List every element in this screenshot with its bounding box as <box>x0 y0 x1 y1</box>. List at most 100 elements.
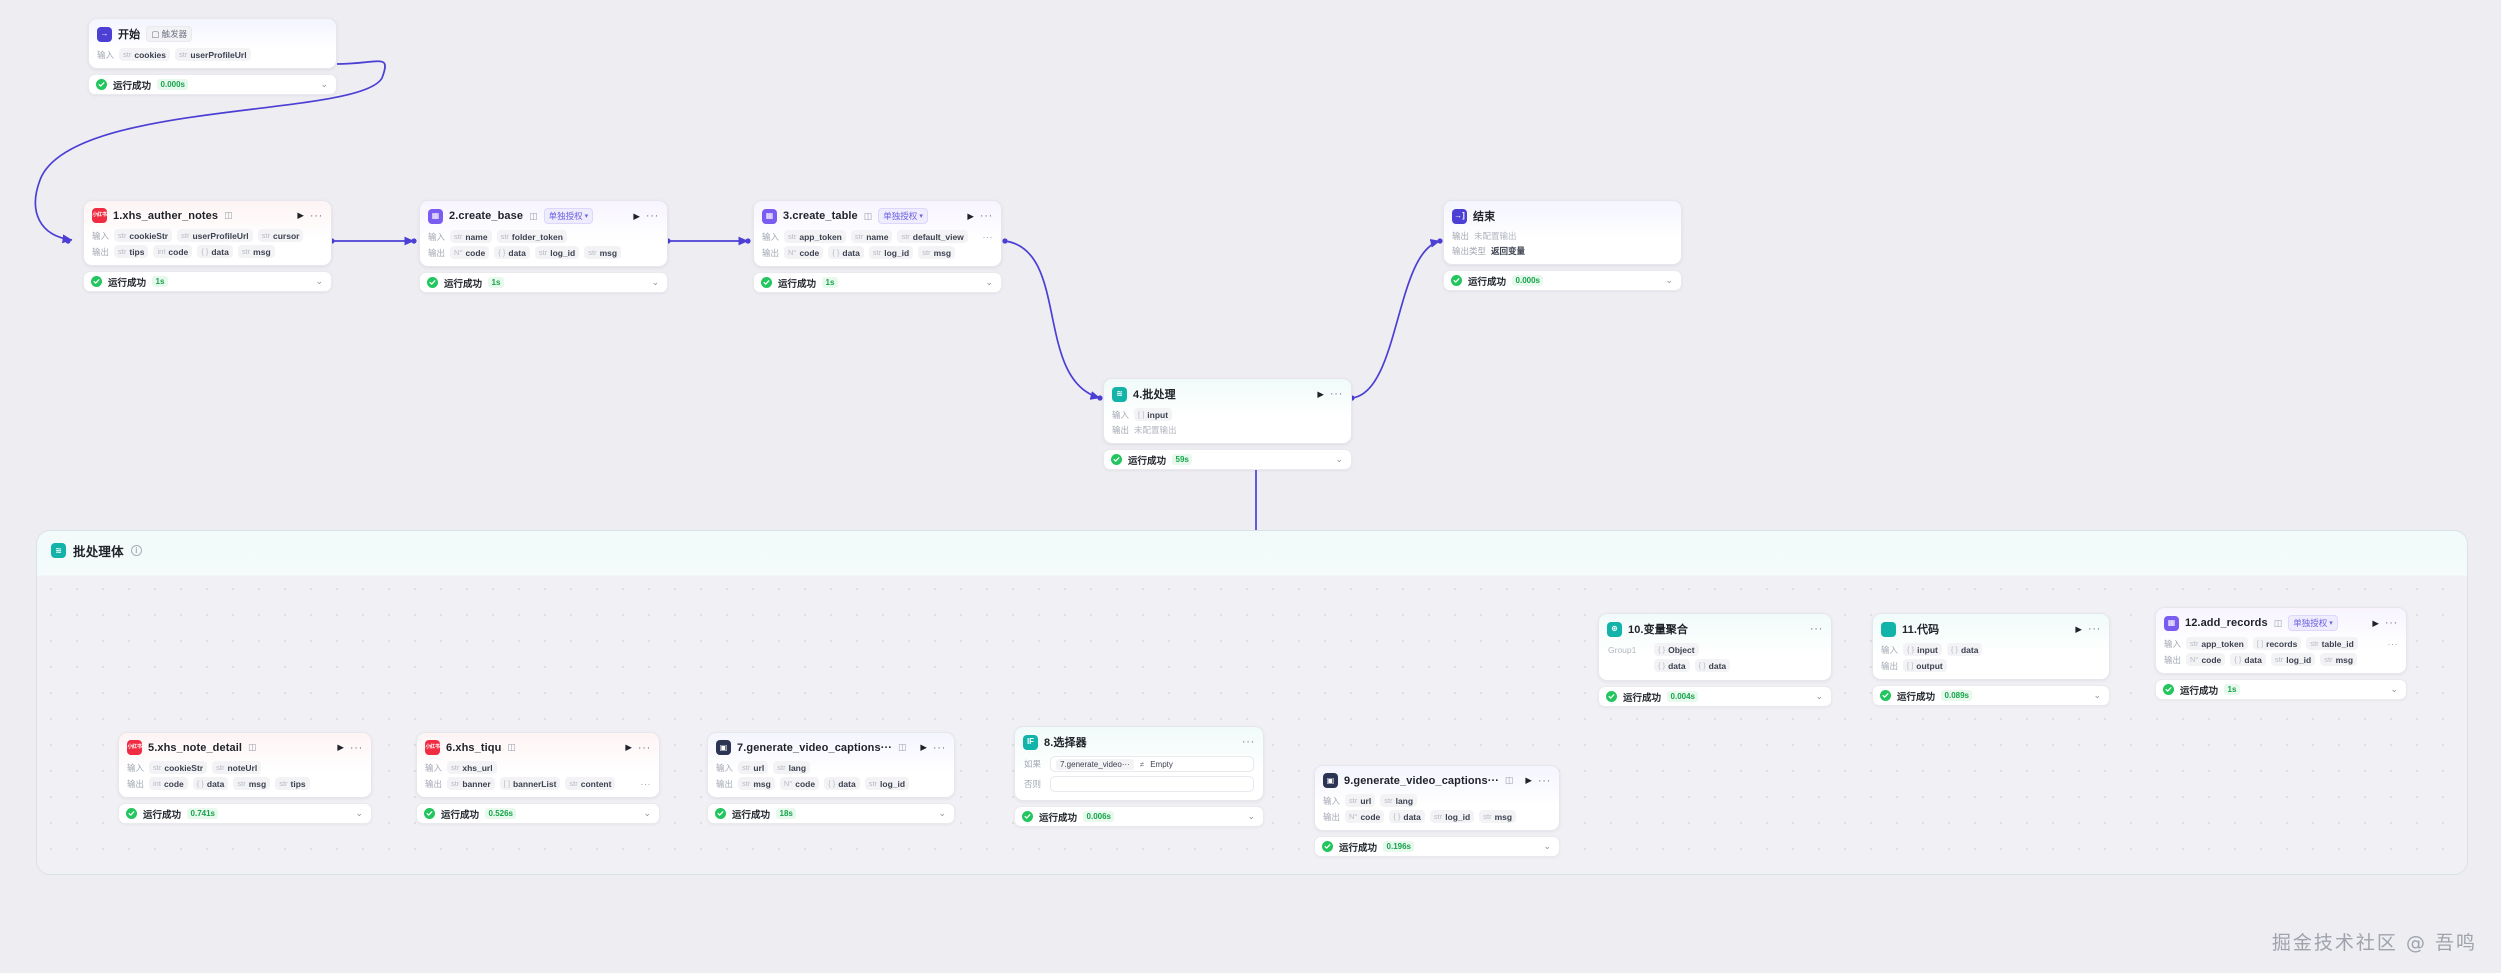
auth-badge[interactable]: 单独授权▾ <box>878 208 928 224</box>
io-chip-type: { } <box>828 779 836 788</box>
io-overflow-icon[interactable]: ··· <box>982 231 993 242</box>
chevron-down-icon[interactable]: ⌄ <box>355 808 363 818</box>
chevron-down-icon[interactable]: ⌄ <box>1665 275 1673 285</box>
node-header[interactable]: ▦2.create_base◫单独授权▾▶··· <box>420 201 667 230</box>
io-chip: { }data <box>1389 810 1425 823</box>
node-header[interactable]: →开始▢ 触发器 <box>89 19 336 48</box>
node-card[interactable]: ⊛10.变量聚合···Group1{ }Object{ }data{ }data <box>1598 613 1832 681</box>
io-chip: { }data <box>828 246 864 259</box>
node-more-button[interactable]: ··· <box>637 741 651 754</box>
run-node-button[interactable]: ▶ <box>633 210 640 221</box>
chevron-down-icon[interactable]: ⌄ <box>1815 691 1823 701</box>
run-node-button[interactable]: ▶ <box>1317 388 1324 399</box>
node-more-button[interactable]: ··· <box>2087 623 2101 635</box>
node-header[interactable]: ▣7.generate_video_captions···◫▶··· <box>708 733 954 761</box>
node-header[interactable]: ≋4.批处理▶··· <box>1104 379 1351 408</box>
node-header[interactable]: →]结束 <box>1444 201 1681 230</box>
node-more-button[interactable]: ··· <box>1241 736 1255 748</box>
run-node-button[interactable]: ▶ <box>625 742 632 752</box>
node-more-button[interactable]: ··· <box>1329 388 1343 400</box>
chevron-down-icon[interactable]: ⌄ <box>985 277 993 287</box>
info-icon[interactable]: i <box>130 545 142 556</box>
run-node-button[interactable]: ▶ <box>337 742 344 752</box>
node-more-button[interactable]: ··· <box>1537 774 1551 787</box>
node-header[interactable]: 11.代码▶··· <box>1873 614 2109 643</box>
node-header[interactable]: ▣9.generate_video_captions···◫▶··· <box>1315 766 1559 794</box>
node-more-button[interactable]: ··· <box>309 209 323 222</box>
node-header[interactable]: ▦12.add_records◫单独授权▾▶··· <box>2156 608 2406 637</box>
chevron-down-icon[interactable]: ⌄ <box>320 79 328 89</box>
selector-else-box[interactable] <box>1050 776 1254 792</box>
chevron-down-icon[interactable]: ⌄ <box>2093 690 2101 700</box>
run-node-button[interactable]: ▶ <box>297 210 304 220</box>
io-overflow-icon[interactable]: ··· <box>640 778 651 789</box>
node-more-button[interactable]: ··· <box>1809 623 1823 635</box>
selector-if-condition[interactable]: 7.generate_video···≠Empty <box>1050 756 1254 772</box>
node-more-button[interactable]: ··· <box>932 741 946 754</box>
node-more-button[interactable]: ··· <box>349 741 363 754</box>
io-row-label: 输入 <box>762 231 780 242</box>
run-node-button[interactable]: ▶ <box>920 742 927 752</box>
run-node-button[interactable]: ▶ <box>2075 623 2082 634</box>
node-card[interactable]: →]结束输出未配置输出输出类型返回变量 <box>1443 200 1682 265</box>
chevron-down-icon[interactable]: ⌄ <box>651 277 659 287</box>
io-chip-name: data <box>211 246 229 257</box>
chevron-down-icon[interactable]: ⌄ <box>1543 841 1551 851</box>
selector-else-row[interactable]: 否则 <box>1015 776 1263 792</box>
io-overflow-icon[interactable]: ··· <box>2387 638 2398 649</box>
node-header[interactable]: ⊛10.变量聚合··· <box>1599 614 1831 643</box>
io-chip-type: { } <box>196 779 204 788</box>
chevron-down-icon[interactable]: ⌄ <box>938 808 946 818</box>
chevron-down-icon[interactable]: ⌄ <box>643 808 651 818</box>
io-chip: [ ]input <box>1134 408 1173 421</box>
run-node-button[interactable]: ▶ <box>967 210 974 221</box>
chevron-down-icon[interactable]: ⌄ <box>315 276 323 286</box>
chevron-down-icon[interactable]: ⌄ <box>1247 811 1255 821</box>
node-more-button[interactable]: ··· <box>645 210 659 222</box>
run-node-button[interactable]: ▶ <box>2372 617 2379 628</box>
run-node-button[interactable]: ▶ <box>1525 775 1532 785</box>
node-more-button[interactable]: ··· <box>979 210 993 222</box>
auth-badge[interactable]: 单独授权▾ <box>543 208 594 224</box>
chevron-down-icon[interactable]: ⌄ <box>2390 684 2398 694</box>
node-more-button[interactable]: ··· <box>2384 617 2398 629</box>
chevron-down-icon[interactable]: ⌄ <box>1335 454 1343 464</box>
auth-badge[interactable]: 单独授权▾ <box>2288 615 2338 631</box>
node-header[interactable]: ▦3.create_table◫单独授权▾▶··· <box>754 201 1001 230</box>
io-chip-type: { } <box>1950 645 1958 654</box>
